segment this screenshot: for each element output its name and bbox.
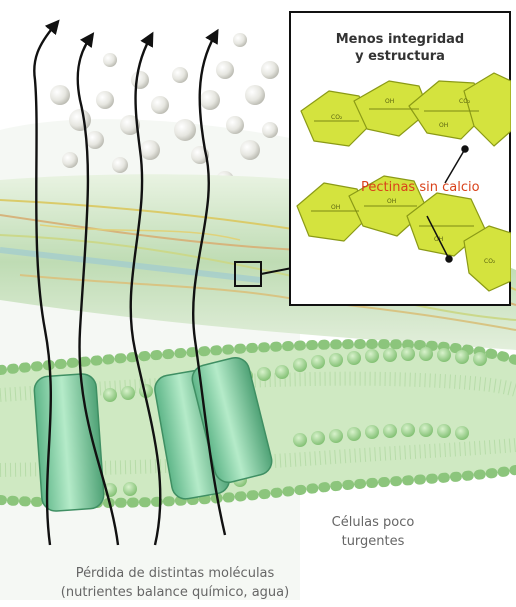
cells-label-line1: Células poco — [318, 513, 428, 532]
svg-text:OH: OH — [439, 122, 448, 129]
loss-caption: Pérdida de distintas moléculas (nutrient… — [0, 564, 350, 602]
svg-text:OH: OH — [331, 204, 340, 211]
svg-text:CO₂: CO₂ — [484, 258, 496, 265]
loss-caption-line2: (nutrientes balance químico, agua) — [0, 583, 350, 602]
pectin-label: Pectinas sin calcio — [361, 180, 480, 195]
loss-caption-line1: Pérdida de distintas moléculas — [0, 564, 350, 583]
svg-text:OH: OH — [387, 198, 396, 205]
svg-text:CO₂: CO₂ — [331, 114, 343, 121]
cells-label: Células poco turgentes — [318, 513, 428, 551]
svg-text:CO₂: CO₂ — [459, 98, 471, 105]
svg-text:OH: OH — [385, 98, 394, 105]
cells-label-line2: turgentes — [318, 532, 428, 551]
